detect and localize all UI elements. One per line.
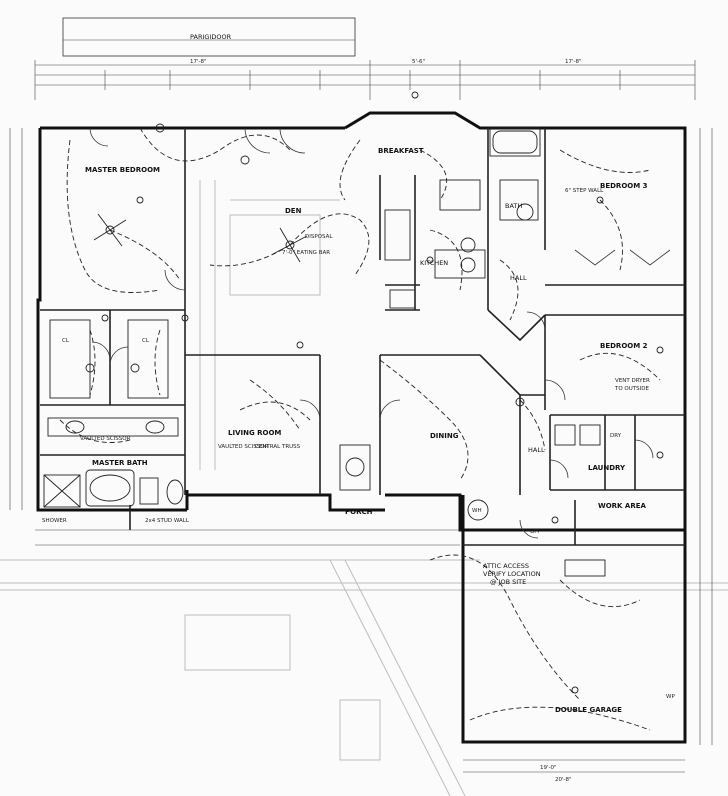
fan-master-bedroom [93,213,127,247]
vanity [47,417,179,437]
dryer [579,424,601,446]
dimension-lines-top: 17'-8" 5'-6" 17'-8" [34,59,696,100]
room-label-master-bath: MASTER BATH [92,459,148,467]
attic-access-hatch [564,559,606,577]
electrical-symbols [85,91,664,694]
water-heater [467,499,489,521]
porch-planter [339,444,371,491]
room-label-den: DEN [285,207,302,215]
note-water-heater: WH [472,508,482,514]
room-label-work-area: WORK AREA [598,502,647,510]
dim-top-1: 17'-8" [190,59,207,65]
room-label-dining: DINING [430,432,459,440]
range [439,179,481,211]
note-wp: WP [666,694,675,700]
note-eating-bar: 7'-0" EATING BAR [282,250,330,256]
note-central-truss: CENTRAL TRUSS [255,444,301,450]
note-attic-access: ATTIC ACCESS [483,562,529,570]
kitchen-sink [434,249,486,279]
doors [89,127,671,539]
shower [43,474,81,508]
room-label-hall-2: HALL [528,446,545,454]
toilet [166,479,184,505]
top-banner: PARIGIDOOR [62,17,356,57]
garden-tub [85,469,135,507]
note-step-wall: 6" STEP WALL [565,188,604,194]
note-vaulted-scissor-1: VAULTED SCISSOR [218,444,269,450]
interior-walls [40,128,685,546]
top-banner-label: PARIGIDOOR [190,33,232,41]
exterior-walls [36,111,687,744]
dim-bottom-2: 20'-8" [555,777,572,783]
fan-den [272,227,308,263]
note-verify-location: VERIFY LOCATION [483,570,541,578]
room-label-living-room: LIVING ROOM [228,429,281,437]
room-label-bedroom-3: BEDROOM 3 [600,182,648,190]
closet-1 [49,319,91,399]
wiring [59,127,661,731]
background-sheet [0,180,728,796]
note-job-site: @ JOB SITE [490,578,526,586]
dim-top-3: 17'-8" [565,59,582,65]
closet-2 [127,319,169,399]
note-vent-dryer: VENT DRYER [615,378,650,384]
plan-notes: 7'-0" EATING BAR DISPOSAL VAULTED SCISSO… [42,188,675,700]
ceiling-fans [93,213,308,263]
note-vaulted-scissor-2: VAULTED SCISSOR [80,436,131,442]
note-stud-wall: 2x4 STUD WALL [145,518,190,524]
room-label-kitchen: KITCHEN [420,259,448,267]
room-label-double-garage: DOUBLE GARAGE [555,706,622,714]
room-label-porch: PORCH [345,508,373,516]
note-gfi: GFI [530,529,539,535]
note-dryer: DRY [610,433,622,439]
kitchen-counter [384,209,411,261]
note-to-outside: TO OUTSIDE [614,386,649,392]
note-disposal: DISPOSAL [305,234,333,240]
note-closet-2: CL [142,338,150,344]
room-label-bath: BATH [505,202,522,210]
room-labels: MASTER BEDROOM DEN BREAKFAST BEDROOM 3 B… [85,147,648,714]
dimension-lines-side: 19'-0" 20'-8" [9,128,713,783]
bath-fixtures [499,179,539,221]
washer [554,424,576,446]
note-shower: SHOWER [42,518,67,524]
bathtub [489,127,541,157]
note-closet-1: CL [62,338,70,344]
fixtures [43,127,606,577]
dim-top-2: 5'-6" [412,59,425,65]
dim-bottom-1: 19'-0" [540,765,557,771]
room-label-bedroom-2: BEDROOM 2 [600,342,648,350]
room-label-breakfast: BREAKFAST [378,147,424,155]
room-label-laundry: LAUNDRY [588,464,626,472]
room-label-master-bedroom: MASTER BEDROOM [85,166,160,174]
room-label-hall-1: HALL [510,274,527,282]
